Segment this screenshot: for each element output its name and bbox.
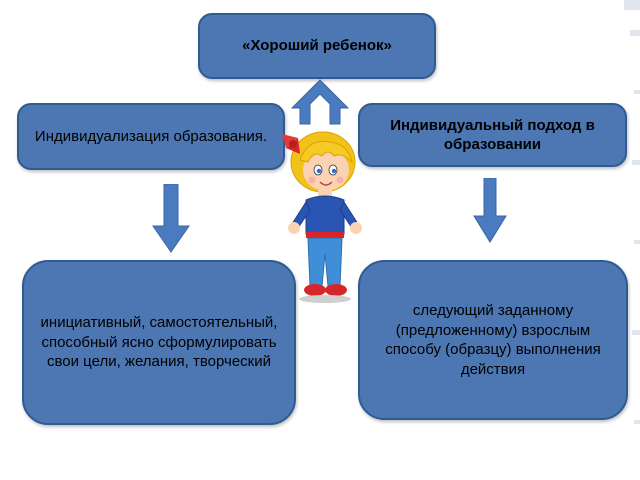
double-arrow-icon xyxy=(290,79,350,125)
left-box-individualization: Индивидуализация образования. xyxy=(17,103,285,170)
left-box-text: Индивидуализация образования. xyxy=(34,127,268,145)
right-down-arrow-icon xyxy=(473,178,507,243)
page-edge-decoration xyxy=(624,0,640,424)
bottom-right-box-text: следующий заданному (предложенному) взро… xyxy=(385,302,601,378)
right-box-text: Индивидуальный подход в образовании xyxy=(390,116,595,154)
bottom-right-box-following: следующий заданному (предложенному) взро… xyxy=(358,260,628,420)
top-box-text: «Хороший ребенок» xyxy=(242,37,392,55)
cartoon-child-icon xyxy=(282,131,362,303)
bottom-left-box-text: инициативный, самостоятельный, способный… xyxy=(40,314,278,371)
bottom-left-box-initiative: инициативный, самостоятельный, способный… xyxy=(22,260,296,425)
right-box-individual-approach: Индивидуальный подход в образовании xyxy=(358,103,627,167)
left-down-arrow-icon xyxy=(152,184,190,253)
top-box-good-child: «Хороший ребенок» xyxy=(198,13,436,79)
